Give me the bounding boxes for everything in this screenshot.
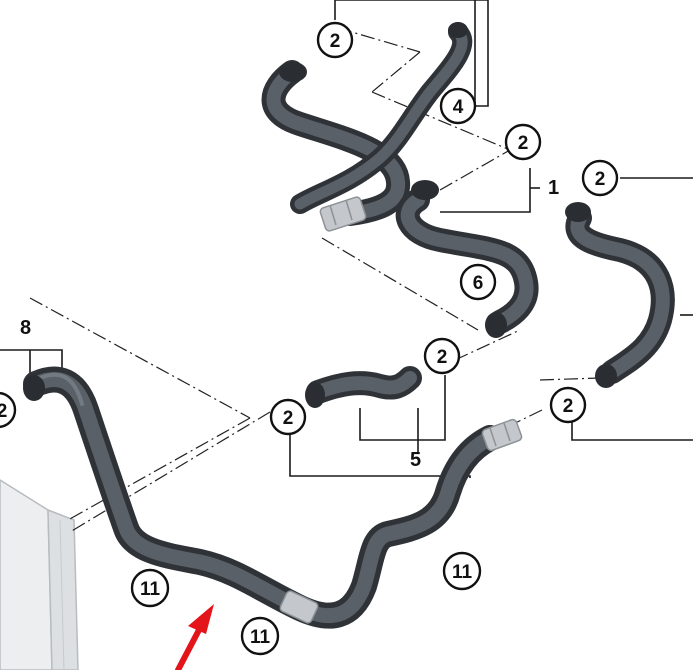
callout-2-right: 2 bbox=[581, 159, 619, 197]
label-5: 5 bbox=[410, 449, 421, 471]
reference-lines bbox=[29, 27, 601, 533]
callout-2-right-text: 2 bbox=[595, 169, 606, 190]
callout-2-top: 2 bbox=[316, 21, 354, 59]
callout-2-center: 2 bbox=[423, 337, 461, 375]
label-8: 8 bbox=[20, 317, 31, 339]
callout-2-edge-text: 2 bbox=[0, 401, 7, 422]
hose-right bbox=[565, 202, 675, 388]
red-arrow-icon bbox=[175, 604, 214, 670]
callout-2-lower-right-text: 2 bbox=[563, 396, 574, 417]
callout-11-a-text: 11 bbox=[140, 579, 161, 600]
radiator bbox=[0, 479, 79, 670]
callout-6-text: 6 bbox=[473, 273, 484, 294]
callout-2-mid: 2 bbox=[504, 123, 542, 161]
hose-6 bbox=[395, 180, 539, 338]
hose-lower-long bbox=[23, 366, 523, 629]
callout-2-lower-right: 2 bbox=[549, 386, 587, 424]
callout-11-c-text: 11 bbox=[452, 562, 473, 583]
label-1: 1 bbox=[548, 177, 559, 199]
callout-2-left: 2 bbox=[269, 398, 307, 436]
callout-2-left-text: 2 bbox=[283, 408, 294, 429]
callout-2-center-text: 2 bbox=[437, 347, 448, 368]
callout-4: 4 bbox=[439, 87, 477, 125]
hose-5 bbox=[305, 366, 422, 408]
callout-11-c: 11 bbox=[442, 551, 482, 591]
callout-4-text: 4 bbox=[453, 97, 464, 118]
callout-11-b: 11 bbox=[240, 616, 280, 656]
callout-11-b-text: 11 bbox=[250, 627, 271, 648]
callout-2-top-text: 2 bbox=[330, 31, 341, 52]
callout-6: 6 bbox=[459, 263, 497, 301]
callout-2-edge: 2 bbox=[0, 391, 17, 429]
callout-2-mid-text: 2 bbox=[518, 133, 529, 154]
callout-11-a: 11 bbox=[130, 568, 170, 608]
hose-upper-twisted bbox=[261, 22, 473, 232]
